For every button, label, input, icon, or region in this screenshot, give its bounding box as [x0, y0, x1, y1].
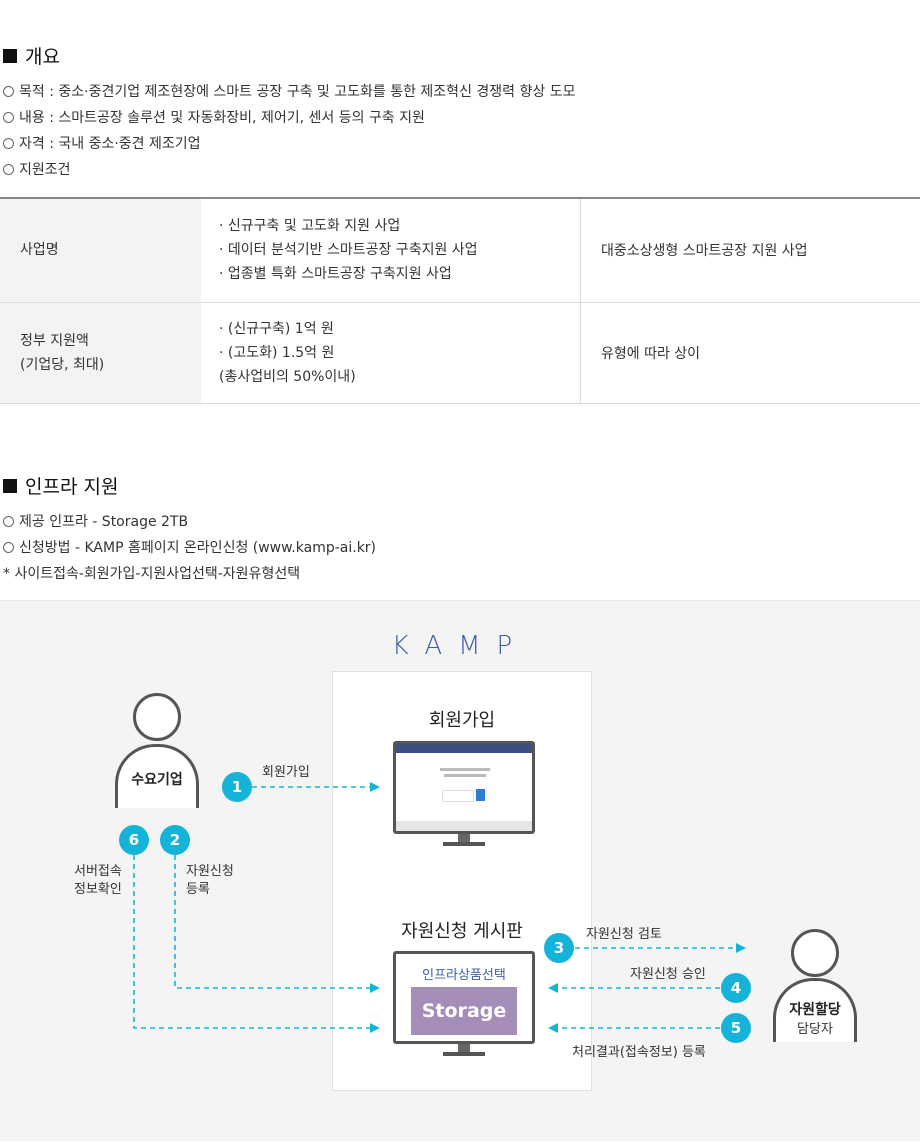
bullet-text: 신청방법 - KAMP 홈페이지 온라인신청 (www.kamp-ai.kr) — [19, 540, 377, 556]
arrow-head — [548, 1023, 558, 1033]
mid-line: (총사업비의 50%이내) — [219, 368, 356, 385]
circle-bullet-icon — [3, 111, 14, 123]
square-bullet-icon — [3, 48, 17, 63]
circle-bullet-icon — [3, 137, 14, 149]
infra-select-label: 인프라상품선택 — [422, 968, 506, 983]
mid-line: · (신규구축) 1억 원 — [219, 320, 334, 337]
step-badge-6: 6 — [119, 825, 149, 855]
step-label-1: 회원가입 — [262, 765, 310, 780]
infra-title: 인프라 지원 — [3, 472, 118, 499]
bullet-text: 내용 : 스마트공장 솔루션 및 자동화장비, 제어기, 센서 등의 구축 지원 — [19, 110, 425, 126]
monitor-input — [442, 790, 474, 802]
note-text: * 사이트접속-회원가입-지원사업선택-자원유형선택 — [3, 566, 301, 582]
bullet-text: 목적 : 중소·중견기업 제조현장에 스마트 공장 구축 및 고도화를 통한 제… — [19, 84, 576, 100]
header-text: 정부 지원액 — [20, 332, 89, 349]
infra-bullet: 제공 인프라 - Storage 2TB — [3, 511, 188, 531]
table-row: 사업명 · 신규구축 및 고도화 지원 사업 · 데이터 분석기반 스마트공장 … — [0, 197, 920, 303]
board-title: 자원신청 게시판 — [401, 921, 523, 942]
person-head-icon — [791, 929, 839, 977]
table-row: 정부 지원액 (기업당, 최대) · (신규구축) 1억 원 · (고도화) 1… — [0, 302, 920, 404]
monitor-neck — [458, 1044, 470, 1052]
monitor-text-line — [444, 774, 486, 777]
table-mid-cell: · (신규구축) 1억 원 · (고도화) 1.5억 원 (총사업비의 50%이… — [201, 302, 581, 404]
overview-title: 개요 — [3, 42, 60, 69]
demand-company-person: 수요기업 — [115, 744, 199, 808]
board-monitor: 인프라상품선택 Storage — [393, 951, 535, 1044]
step-label-3: 자원신청 검토 — [586, 927, 662, 942]
mid-line: · 데이터 분석기반 스마트공장 구축지원 사업 — [219, 242, 478, 259]
circle-bullet-icon — [3, 541, 14, 553]
signup-title: 회원가입 — [428, 710, 496, 731]
table-right-cell: 유형에 따라 상이 — [580, 302, 920, 404]
step-badge-3: 3 — [544, 933, 574, 963]
table-mid-cell: · 신규구축 및 고도화 지원 사업 · 데이터 분석기반 스마트공장 구축지원… — [201, 197, 581, 303]
square-bullet-icon — [3, 478, 17, 493]
bullet-text: 자격 : 국내 중소·중견 제조기업 — [19, 136, 201, 152]
monitor-button — [476, 789, 485, 801]
circle-bullet-icon — [3, 85, 14, 97]
arrow-line-6 — [133, 855, 372, 1029]
overview-bullet: 자격 : 국내 중소·중견 제조기업 — [3, 133, 201, 153]
step-badge-2: 2 — [160, 825, 190, 855]
overview-title-text: 개요 — [25, 46, 60, 68]
monitor-text-line — [440, 768, 490, 771]
arrow-head — [736, 943, 746, 953]
header-text-sub: (기업당, 최대) — [20, 356, 105, 373]
process-diagram: KAMP 회원가입 자원신청 게시판 인프라상품선택 Storage 수요기업 … — [0, 600, 920, 1141]
person-head-icon — [133, 693, 181, 741]
step-label-6: 서버접속 정보확인 — [74, 864, 122, 897]
header-text: 사업명 — [20, 242, 59, 259]
bullet-text: 제공 인프라 - Storage 2TB — [19, 514, 189, 530]
right-person-label-1: 자원할당 — [789, 1002, 841, 1018]
right-text: 유형에 따라 상이 — [601, 345, 701, 362]
mid-line: · 신규구축 및 고도화 지원 사업 — [219, 218, 401, 235]
arrow-head — [370, 782, 380, 792]
monitor-footer — [396, 821, 532, 831]
table-header-cell: 사업명 — [0, 197, 201, 303]
infra-title-text: 인프라 지원 — [25, 476, 119, 498]
infra-note: * 사이트접속-회원가입-지원사업선택-자원유형선택 — [3, 563, 300, 583]
storage-box: Storage — [411, 987, 517, 1035]
infra-bullet: 신청방법 - KAMP 홈페이지 온라인신청 (www.kamp-ai.kr) — [3, 537, 376, 557]
signup-monitor — [393, 741, 535, 834]
overview-bullet: 목적 : 중소·중견기업 제조현장에 스마트 공장 구축 및 고도화를 통한 제… — [3, 81, 575, 101]
step-label-2: 자원신청 등록 — [186, 864, 234, 897]
support-table: 사업명 · 신규구축 및 고도화 지원 사업 · 데이터 분석기반 스마트공장 … — [0, 197, 920, 404]
mid-line: · 업종별 특화 스마트공장 구축지원 사업 — [219, 266, 452, 283]
connector-lines — [133, 782, 746, 1033]
right-person-label-2: 담당자 — [797, 1022, 833, 1037]
overview-bullet: 지원조건 — [3, 159, 71, 179]
mid-line: · (고도화) 1.5억 원 — [219, 344, 335, 361]
kamp-logo: KAMP — [391, 631, 529, 661]
step-badge-4: 4 — [721, 973, 751, 1003]
arrow-head — [548, 983, 558, 993]
circle-bullet-icon — [3, 515, 14, 527]
arrow-head — [370, 983, 380, 993]
table-header-cell: 정부 지원액 (기업당, 최대) — [0, 302, 201, 404]
table-right-cell: 대중소상생형 스마트공장 지원 사업 — [580, 197, 920, 303]
right-text: 대중소상생형 스마트공장 지원 사업 — [601, 243, 808, 260]
step-label-5: 처리결과(접속정보) 등록 — [572, 1045, 706, 1060]
overview-bullet: 내용 : 스마트공장 솔루션 및 자동화장비, 제어기, 센서 등의 구축 지원 — [3, 107, 425, 127]
monitor-base — [443, 1052, 485, 1056]
monitor-neck — [458, 834, 470, 842]
step-label-4: 자원신청 승인 — [630, 967, 706, 982]
step-badge-1: 1 — [222, 772, 252, 802]
step-badge-5: 5 — [721, 1013, 751, 1043]
resource-manager-person: 자원할당 담당자 — [773, 978, 857, 1042]
monitor-base — [443, 842, 485, 846]
left-person-label: 수요기업 — [131, 772, 183, 788]
arrow-head — [370, 1023, 380, 1033]
circle-bullet-icon — [3, 163, 14, 175]
monitor-header-bar — [396, 744, 532, 753]
bullet-text: 지원조건 — [19, 162, 71, 178]
arrow-line-2 — [174, 855, 372, 989]
